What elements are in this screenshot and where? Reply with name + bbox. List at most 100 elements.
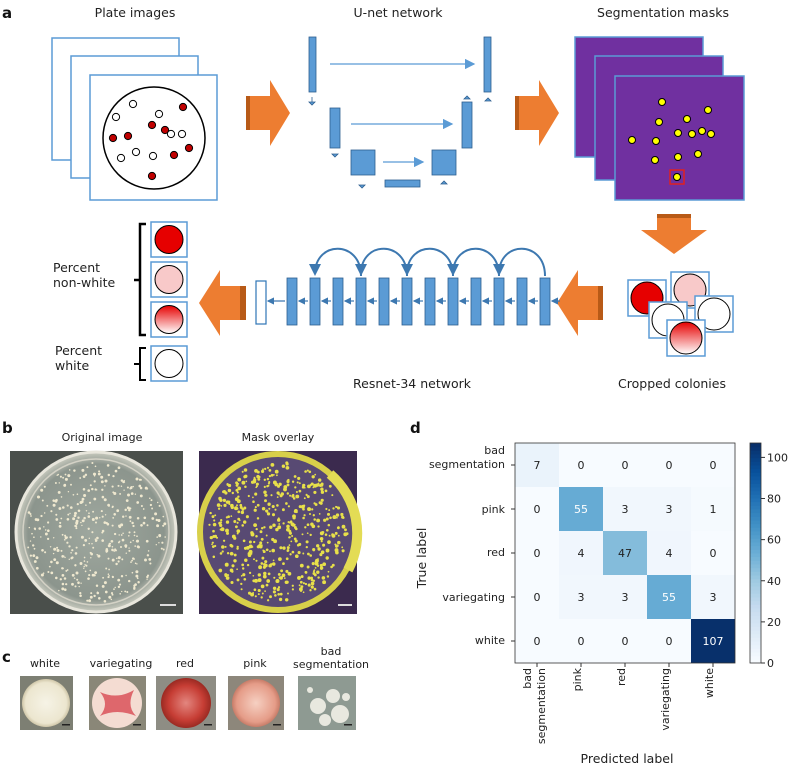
colony-speck: [243, 520, 247, 524]
colony-speck: [268, 507, 271, 510]
colony-speck: [60, 517, 63, 520]
colony-speck: [288, 531, 292, 535]
colorbar-tick-label: 60: [767, 534, 781, 547]
colony-speck: [233, 553, 237, 557]
colony-speck: [66, 504, 69, 507]
colony-speck: [134, 562, 137, 565]
colony-speck: [129, 520, 132, 523]
colony-speck: [27, 511, 31, 514]
colony-speck: [236, 504, 238, 507]
colony-speck: [255, 482, 259, 486]
colony-speck: [311, 508, 314, 511]
colony-speck: [301, 533, 304, 536]
colony-speck: [240, 588, 243, 591]
colony-speck: [252, 500, 255, 504]
cell-2-1: [559, 531, 603, 575]
colony-speck: [96, 536, 99, 540]
cell-value-1-4: 1: [710, 503, 717, 516]
cropped-colonies: [627, 271, 734, 357]
colony-speck: [101, 531, 104, 534]
colony-speck: [234, 525, 238, 529]
colony-speck: [291, 535, 294, 537]
colony-speck: [279, 494, 283, 498]
colony-speck: [81, 468, 85, 472]
colony-speck: [329, 516, 332, 520]
colony-speck: [303, 497, 306, 500]
colony-speck: [212, 535, 216, 538]
colony-speck: [107, 544, 111, 548]
colorbar-segment: [750, 490, 761, 495]
colony-speck: [157, 501, 159, 504]
colony-speck: [114, 586, 116, 589]
colony-speck: [74, 585, 77, 588]
colony-speck: [246, 563, 250, 567]
colony-speck: [110, 539, 114, 543]
colorbar-segment: [750, 454, 761, 459]
colony-speck: [316, 544, 320, 548]
col-label-0-line2: segmentation: [535, 668, 548, 744]
colony-speck: [219, 552, 223, 555]
colorbar-segment: [750, 608, 761, 613]
colony-speck: [111, 558, 115, 562]
colony-speck: [140, 504, 143, 508]
cell-4-2: [603, 619, 647, 663]
colony-speck: [312, 514, 315, 517]
colony-speck: [101, 495, 105, 499]
colony-speck: [252, 574, 255, 577]
colony-speck: [117, 578, 121, 582]
colony-speck: [125, 515, 127, 517]
colony-speck: [324, 489, 328, 493]
colony-speck: [92, 472, 97, 476]
colony-speck: [316, 570, 320, 574]
colony-speck: [101, 488, 104, 491]
colony-speck: [107, 557, 110, 560]
colony-speck: [243, 546, 248, 550]
colorbar-segment: [750, 512, 761, 517]
colony-speck: [117, 560, 120, 563]
colony-speck: [122, 532, 124, 534]
colony-speck: [123, 489, 125, 491]
colony-speck: [91, 531, 94, 534]
colony-speck: [256, 470, 260, 474]
colony-speck: [313, 490, 317, 494]
colony-speck: [101, 584, 105, 588]
colony-speck: [304, 526, 307, 529]
colony-speck: [260, 596, 263, 599]
colony-speck: [106, 464, 110, 467]
colony-speck: [148, 558, 152, 561]
colony-speck: [305, 540, 309, 544]
colony-speck: [89, 595, 93, 599]
colony-speck: [87, 577, 90, 580]
colony-speck: [139, 494, 143, 498]
colorbar-segment: [750, 468, 761, 473]
colony-speck: [103, 521, 107, 524]
colony-speck: [128, 579, 131, 583]
colony-speck: [91, 573, 95, 577]
colony-speck: [228, 502, 231, 506]
colony-speck: [302, 507, 305, 511]
row-label-0-line2: segmentation: [429, 458, 505, 471]
segmentation-masks-stack: [574, 36, 745, 201]
colony-speck: [230, 580, 234, 585]
cell-3-3: [647, 575, 691, 619]
cell-value-4-4: 107: [703, 635, 724, 648]
colorbar-segment: [750, 630, 761, 635]
colony-speck: [325, 528, 329, 532]
colony-speck: [101, 539, 104, 542]
colony-speck: [29, 554, 33, 557]
colony-speck: [64, 556, 66, 559]
colony-speck: [91, 487, 94, 491]
colony-speck: [267, 502, 271, 506]
colony-speck: [218, 496, 222, 501]
colony-speck: [87, 515, 91, 518]
colony-speck: [31, 532, 33, 535]
colony-speck: [58, 482, 61, 484]
colony-speck: [264, 467, 267, 471]
colony-speck: [135, 574, 139, 578]
colony-speck: [317, 547, 321, 551]
colony-speck: [106, 522, 110, 526]
colony-speck: [317, 576, 320, 579]
unet-title: U-net network: [354, 5, 444, 20]
colony-speck: [31, 544, 35, 547]
colony-speck: [70, 557, 73, 560]
